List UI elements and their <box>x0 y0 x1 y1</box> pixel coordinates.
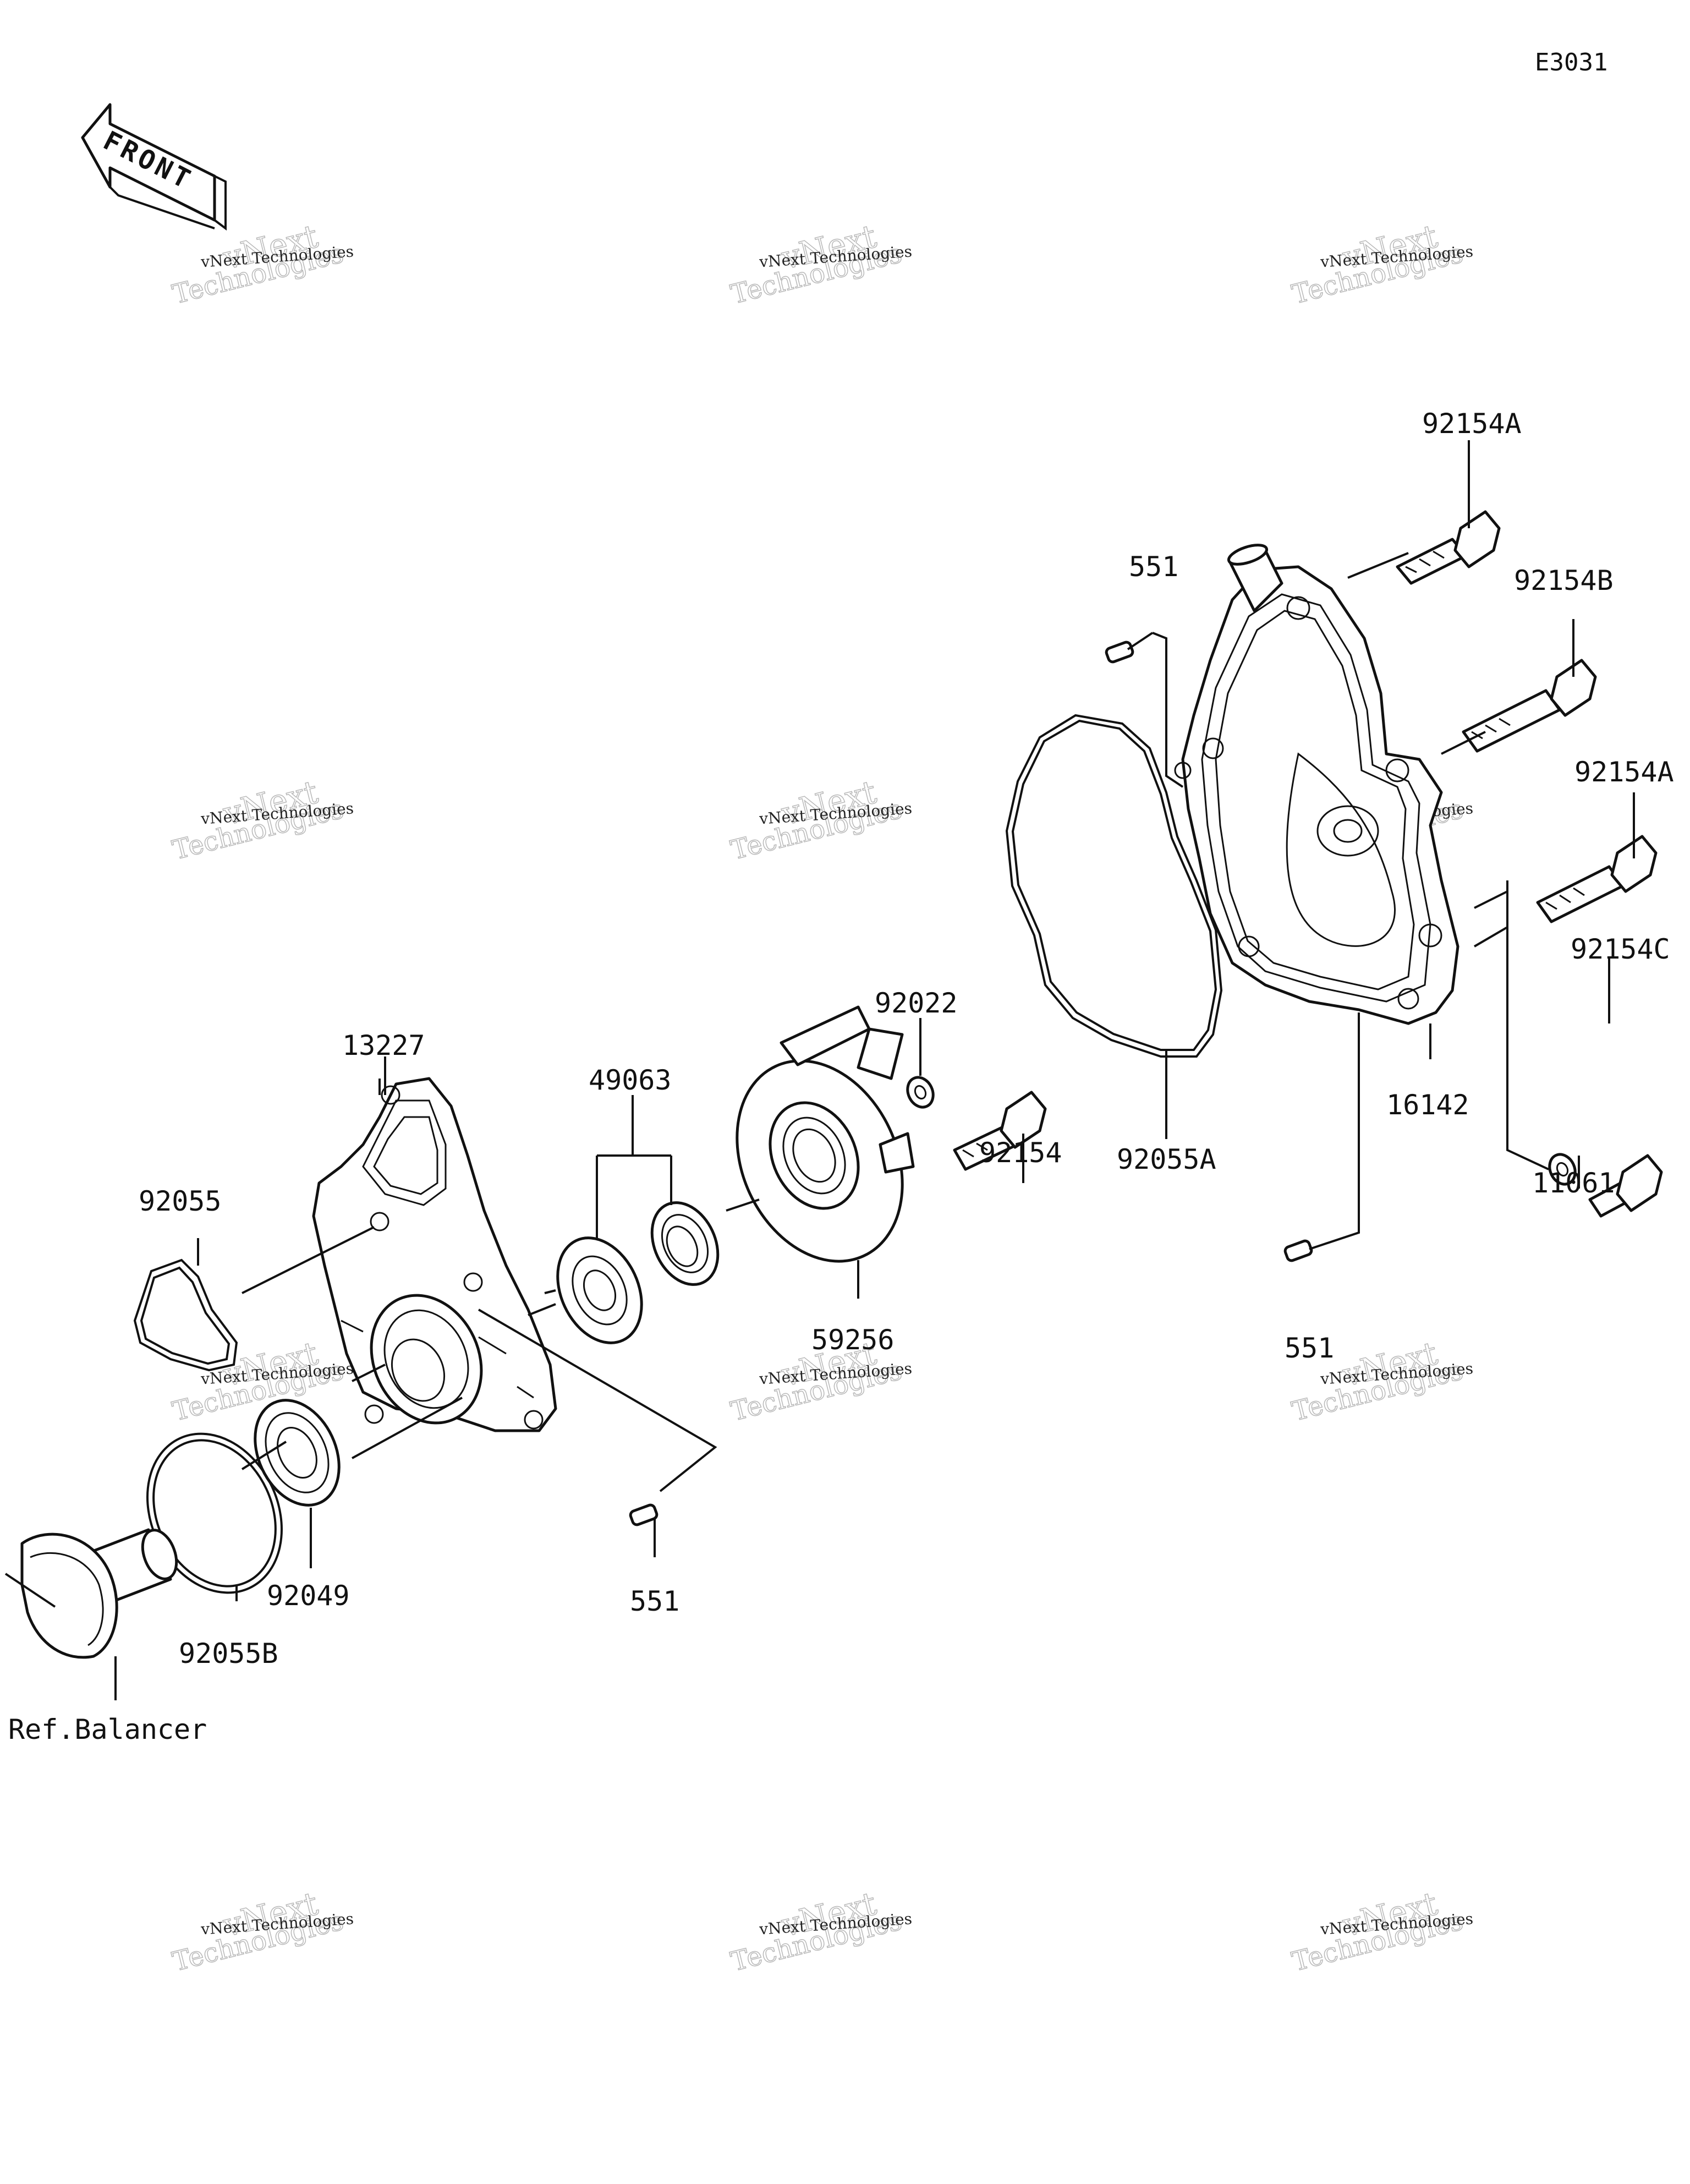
balancer-shaft <box>4 1528 178 1659</box>
part-label-92055A: 92055A <box>1117 1143 1216 1175</box>
bolt-92154A-mid <box>1536 835 1658 923</box>
part-label-92055: 92055 <box>139 1185 222 1217</box>
part-label-13227: 13227 <box>342 1030 425 1061</box>
bolt-92154B <box>1462 659 1597 753</box>
bolt-92154A-top <box>1396 510 1501 585</box>
leader-lines <box>114 440 1635 1700</box>
dowel-pin-551-right <box>1283 1239 1313 1262</box>
part-label-92154B: 92154B <box>1514 565 1614 596</box>
part-label-92154A: 92154A <box>1574 756 1674 788</box>
washer-92022 <box>906 1076 935 1109</box>
dowel-pin-551-top <box>1105 641 1134 664</box>
o-ring-92055A <box>1005 714 1223 1058</box>
gasket-92055 <box>133 1258 238 1372</box>
ref-balancer-label: Ref.Balancer <box>8 1714 207 1745</box>
part-label-92055B: 92055B <box>179 1638 278 1670</box>
part-label-92154C: 92154C <box>1571 933 1670 965</box>
part-label-49063: 49063 <box>589 1064 672 1096</box>
pump-cover-16142 <box>1174 544 1459 1025</box>
impeller-59256 <box>736 1005 915 1263</box>
bolt-92154C <box>1588 1154 1663 1218</box>
dowel-pin-551-bottom <box>629 1503 659 1526</box>
diagram-code: E3031 <box>1535 48 1608 76</box>
part-label-16142: 16142 <box>1386 1089 1469 1121</box>
part-label-551: 551 <box>1285 1332 1335 1364</box>
oil-seal-92049 <box>254 1399 341 1507</box>
mechanical-seal-49063 <box>556 1201 720 1344</box>
pump-housing-13227 <box>312 1077 557 1432</box>
part-label-11061: 11061 <box>1532 1167 1615 1199</box>
part-label-92022: 92022 <box>875 987 958 1019</box>
part-label-59256: 59256 <box>811 1324 895 1356</box>
part-label-92049: 92049 <box>267 1580 350 1612</box>
part-label-92154A: 92154A <box>1422 408 1522 440</box>
front-arrow-icon <box>81 103 227 231</box>
washer-11061 <box>1548 1153 1577 1186</box>
part-label-92154: 92154 <box>979 1137 1062 1169</box>
part-label-551: 551 <box>1129 551 1179 583</box>
part-label-551: 551 <box>630 1585 680 1617</box>
